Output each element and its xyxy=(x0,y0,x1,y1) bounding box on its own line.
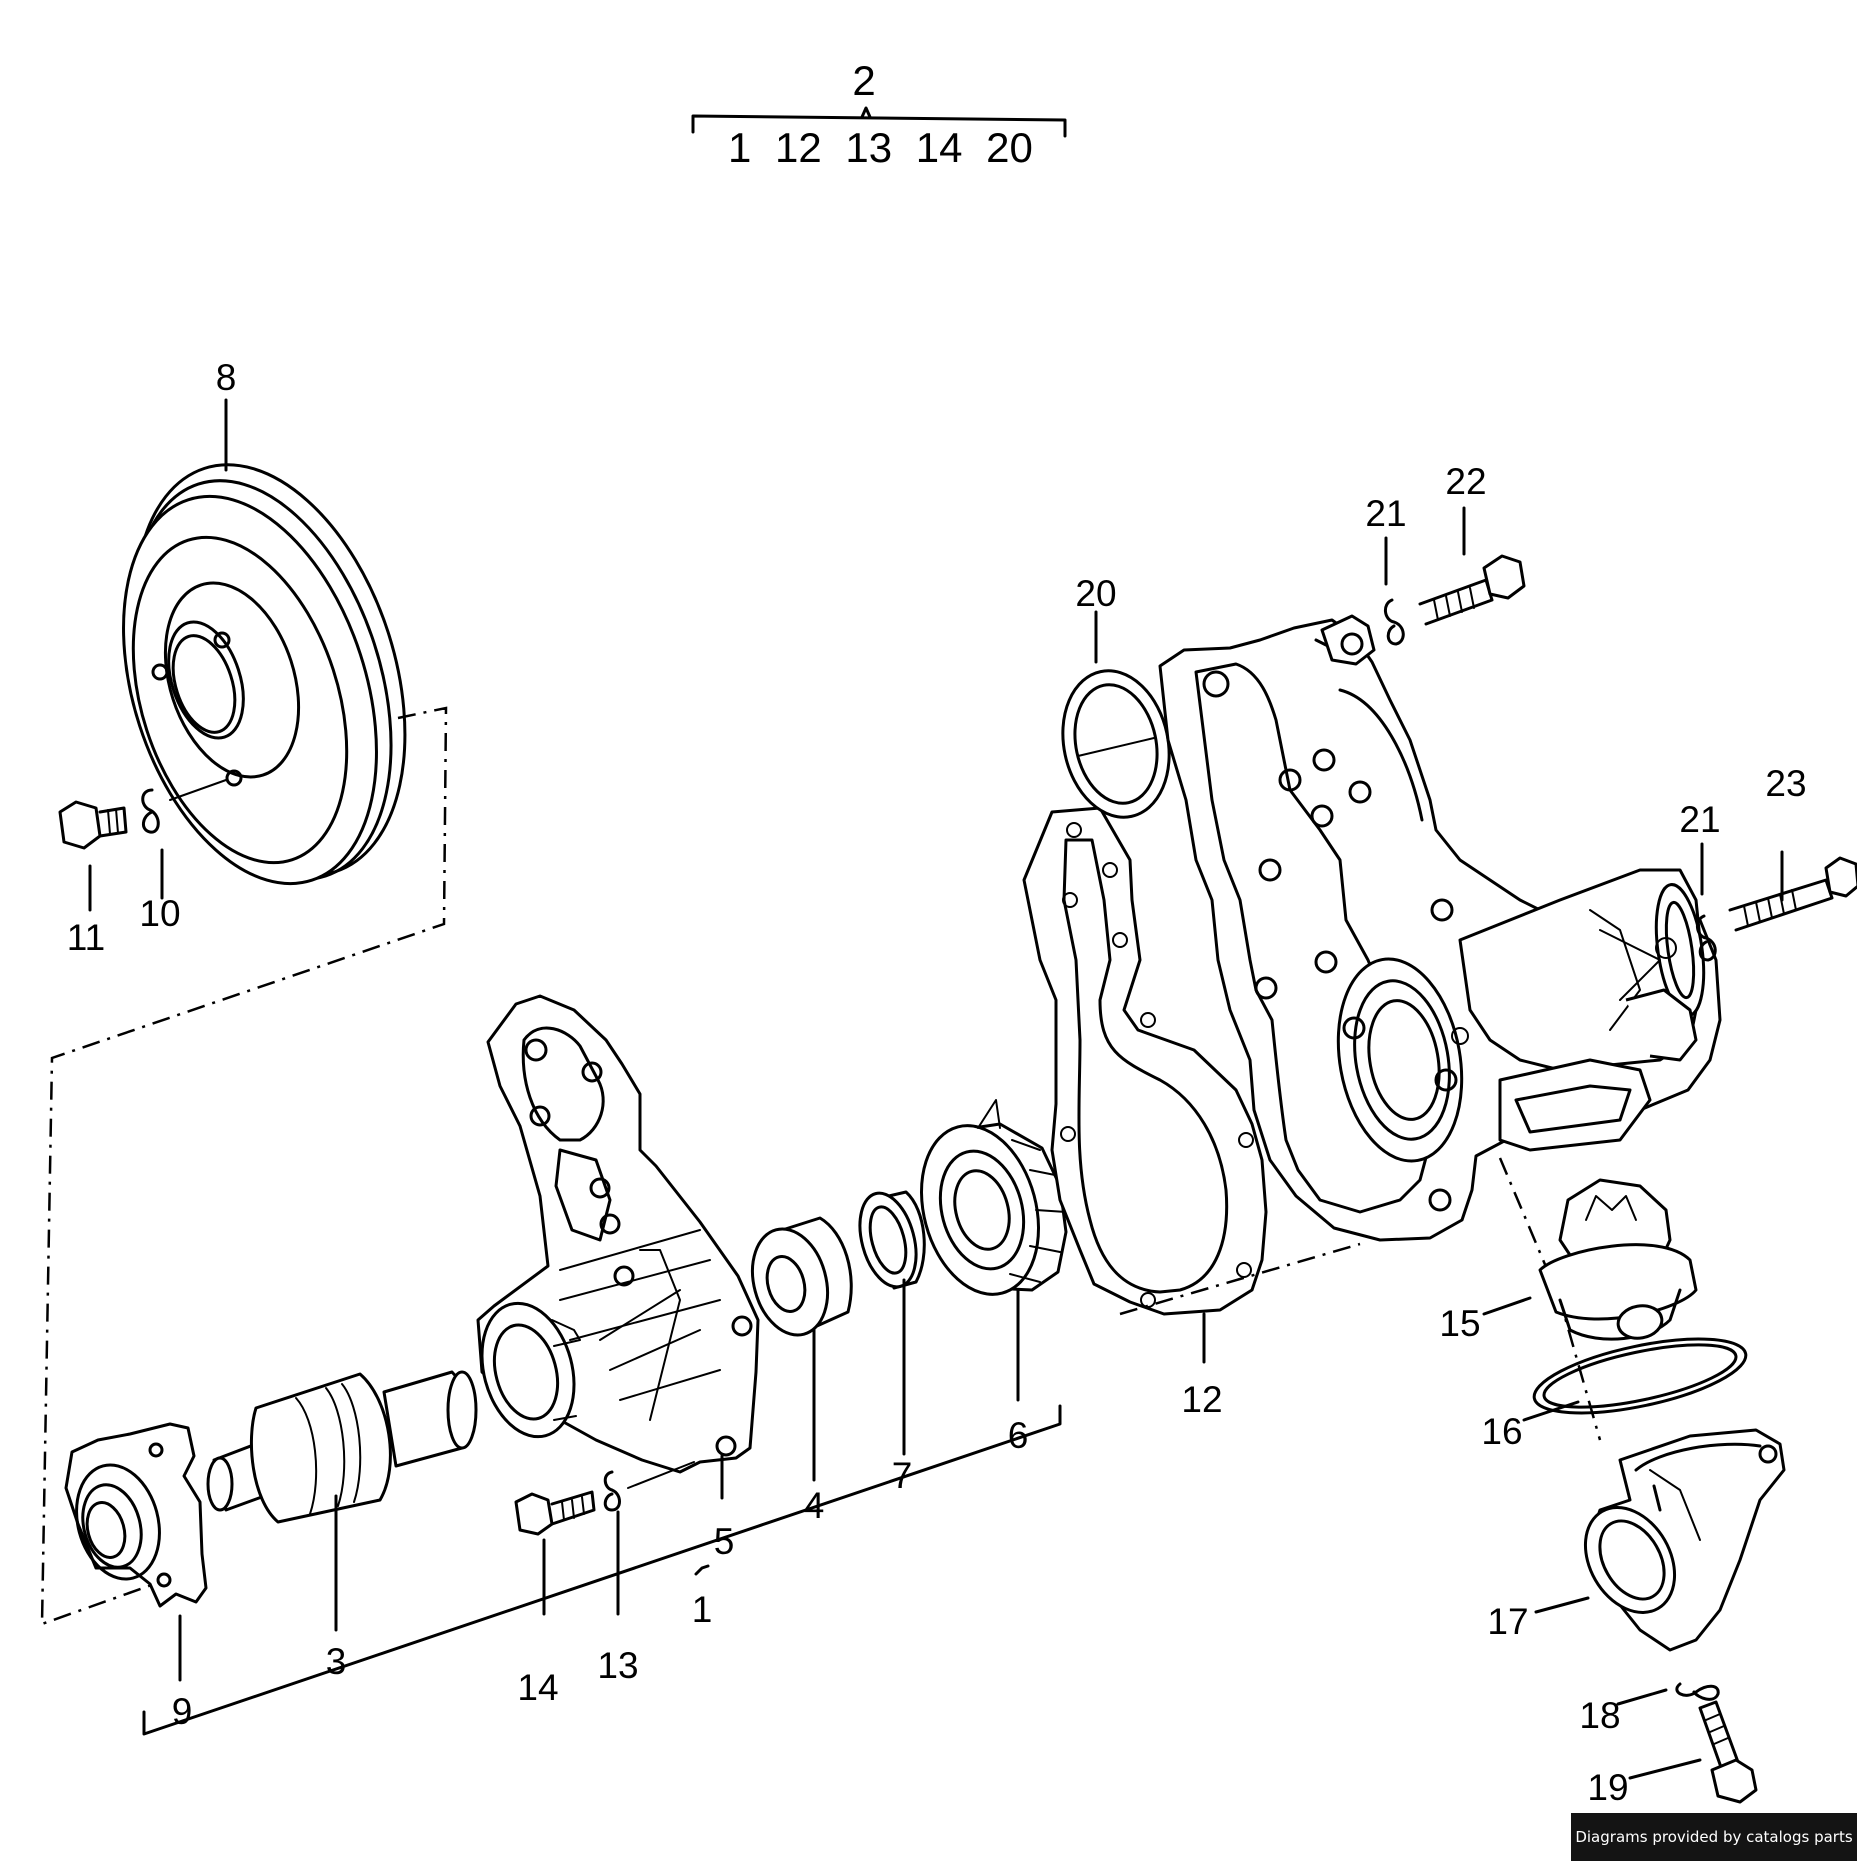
callout-6: 6 xyxy=(1008,1415,1029,1456)
callout-7: 7 xyxy=(892,1455,913,1496)
callout-15: 15 xyxy=(1439,1303,1480,1344)
bolt-part-19 xyxy=(1698,1700,1758,1804)
bolt-part-23 xyxy=(1728,856,1857,932)
washer-part-13 xyxy=(603,1461,695,1512)
shaft-part-3 xyxy=(206,1370,478,1524)
seal-part-7 xyxy=(858,1190,926,1290)
callout-1: 1 xyxy=(692,1589,713,1630)
callout-10: 10 xyxy=(139,893,180,934)
callout-3: 3 xyxy=(326,1641,347,1682)
credit-footer: Diagrams provided by catalogs parts xyxy=(1571,1813,1857,1861)
bracket-part-1 xyxy=(142,1404,1062,1736)
washer-part-18 xyxy=(1675,1682,1720,1701)
callout-4: 4 xyxy=(804,1485,825,1526)
callout-5: 5 xyxy=(714,1521,735,1562)
bolt-part-22 xyxy=(1418,554,1526,626)
oring-part-16 xyxy=(1532,1337,1748,1415)
callout-19: 19 xyxy=(1587,1767,1628,1808)
assembly-line-pulley xyxy=(40,706,448,1626)
callout-20: 20 xyxy=(1075,573,1116,614)
ring-part-4 xyxy=(751,1216,853,1337)
callout-11: 11 xyxy=(67,917,105,958)
callout-21-upper: 21 xyxy=(1365,493,1406,534)
callout-18: 18 xyxy=(1579,1695,1620,1736)
callout-21-lower: 21 xyxy=(1679,799,1720,840)
assembly-line-housing xyxy=(1119,1242,1361,1316)
callout-14: 14 xyxy=(517,1667,558,1708)
pump-housing-part-5 xyxy=(476,994,760,1474)
pulley-part-8 xyxy=(122,463,407,886)
leader-lines xyxy=(88,398,1784,1780)
callout-8: 8 xyxy=(216,357,237,398)
callout-9: 9 xyxy=(172,1691,193,1732)
callout-12: 12 xyxy=(1181,1379,1222,1420)
washer-part-21-lower xyxy=(1696,914,1717,962)
callout-labels: 8 11 10 9 3 14 13 1 5 4 7 6 12 20 21 22 … xyxy=(67,357,1807,1808)
gasket-part-20 xyxy=(1061,669,1171,819)
callout-22: 22 xyxy=(1445,461,1486,502)
group-label: 2 xyxy=(852,57,875,104)
callout-17: 17 xyxy=(1487,1601,1528,1642)
bolt-part-14 xyxy=(514,1490,596,1536)
callout-16: 16 xyxy=(1481,1411,1522,1452)
bolt-part-11 xyxy=(58,800,128,850)
gasket-part-12 xyxy=(1022,806,1268,1316)
pump-housing-right xyxy=(1158,614,1722,1242)
thermostat-part-15 xyxy=(1538,1178,1698,1341)
hub-part-9 xyxy=(64,1422,208,1608)
washer-part-10 xyxy=(141,788,160,834)
impeller-part-6 xyxy=(920,1099,1068,1296)
callout-13: 13 xyxy=(597,1645,638,1686)
washer-part-21-upper xyxy=(1384,598,1405,646)
elbow-part-17 xyxy=(1583,1428,1786,1652)
group-bracket: 2 1 12 13 14 20 xyxy=(691,57,1067,171)
group-items: 1 12 13 14 20 xyxy=(728,124,1033,171)
callout-23: 23 xyxy=(1765,763,1806,804)
